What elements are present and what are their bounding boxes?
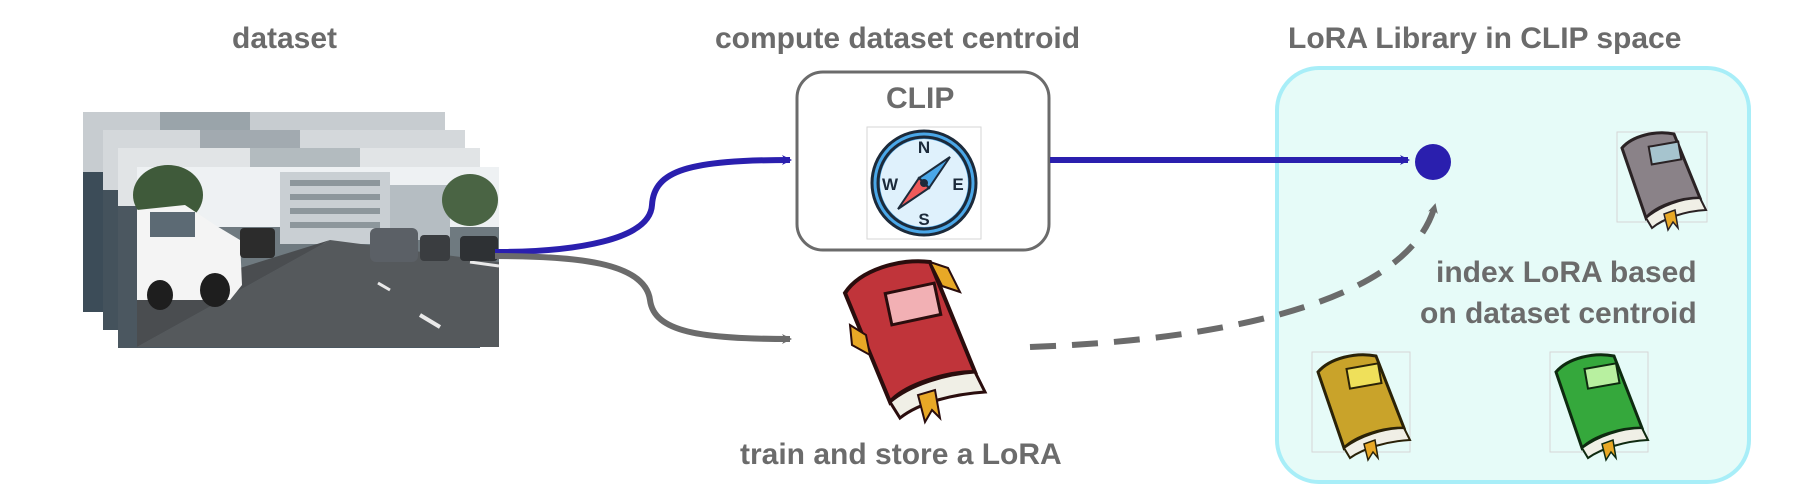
- clip-label: CLIP: [886, 82, 955, 115]
- compass-west-label: W: [882, 175, 899, 194]
- index-lora-label-line2: on dataset centroid: [1420, 297, 1697, 330]
- lora-library-label: LoRA Library in CLIP space: [1288, 22, 1682, 55]
- train-lora-label: train and store a LoRA: [740, 438, 1062, 471]
- compass-east-label: E: [952, 175, 963, 194]
- arrow-to-clip: [494, 155, 792, 255]
- compass-north-label: N: [918, 138, 930, 157]
- centroid-dot-icon: [1415, 144, 1451, 180]
- arrow-lora-to-centroid: [1029, 203, 1438, 350]
- photo-stack-icon: [83, 112, 500, 348]
- book-icon-yellow: [1311, 351, 1412, 462]
- arrow-to-lora: [494, 253, 792, 344]
- book-icon-red: [842, 259, 988, 425]
- index-lora-label-line1: index LoRA based: [1436, 256, 1697, 289]
- book-icon-gray: [1616, 131, 1708, 232]
- dataset-label: dataset: [232, 22, 338, 55]
- compute-centroid-label: compute dataset centroid: [715, 22, 1081, 55]
- compass-south-label: S: [918, 210, 929, 229]
- compass-icon: N S E W: [866, 126, 982, 240]
- book-icon-green: [1549, 351, 1650, 462]
